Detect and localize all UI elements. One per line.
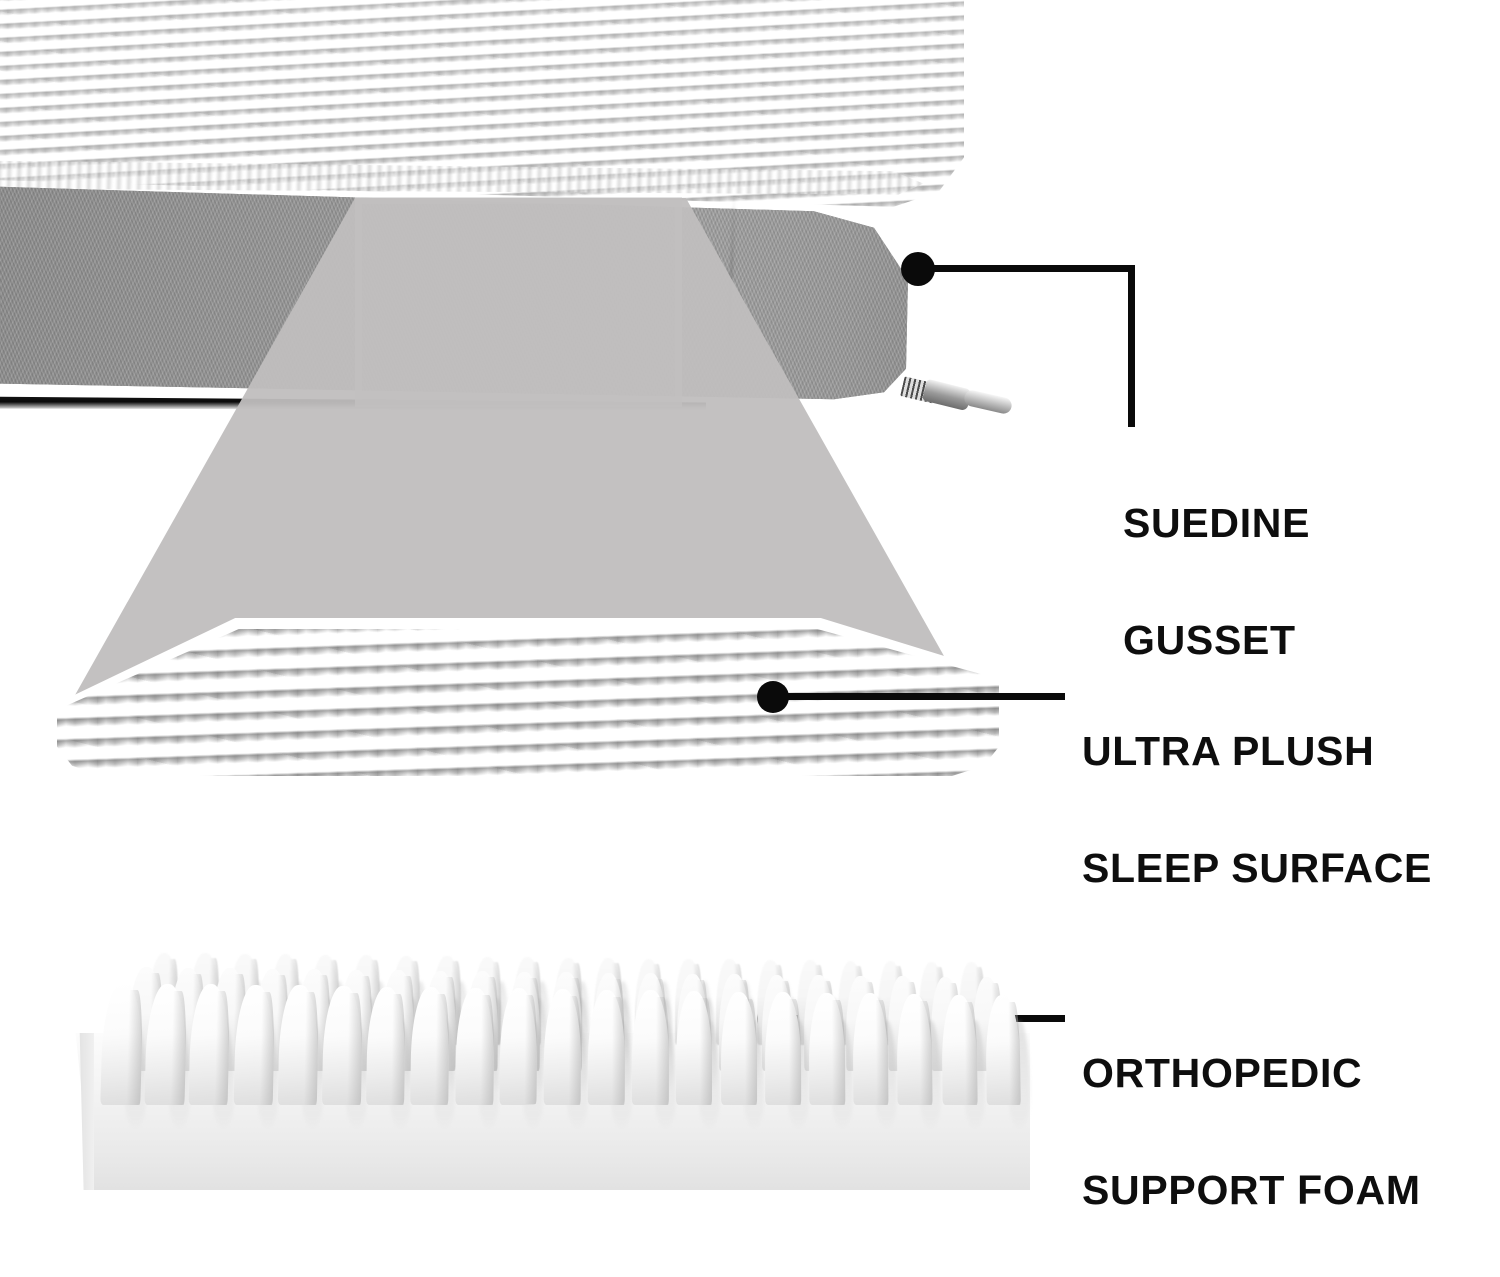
- callout-label-orthopedic-foam: ORTHOPEDIC SUPPORT FOAM: [1082, 986, 1500, 1277]
- callout-label-ultra-plush-line2: SLEEP SURFACE: [1082, 844, 1433, 891]
- callout-label-ultra-plush: ULTRA PLUSH SLEEP SURFACE: [1082, 664, 1500, 955]
- callout-label-suedine-gusset-line2: GUSSET: [1123, 616, 1296, 663]
- callout-label-ultra-plush-line1: ULTRA PLUSH: [1082, 728, 1375, 775]
- foam-peak: [896, 993, 933, 1105]
- foam-peak: [277, 985, 319, 1105]
- zipper-pull-tab: [962, 388, 1014, 416]
- foam-peak: [454, 987, 494, 1105]
- foam-peak: [144, 983, 188, 1105]
- foam-peak: [940, 994, 977, 1105]
- foam-peak: [321, 986, 363, 1105]
- foam-peak: [764, 992, 801, 1105]
- foam-peak: [366, 986, 407, 1105]
- egg-crate-orthopedic-foam: [40, 925, 1030, 1190]
- foam-peak: [808, 992, 845, 1105]
- foam-peak-row-front: [40, 925, 1030, 1127]
- foam-peak: [587, 989, 626, 1105]
- callout-label-suedine-gusset: SUEDINE GUSSET: [1123, 436, 1493, 727]
- foam-peak: [410, 987, 451, 1105]
- foam-peak: [233, 984, 276, 1105]
- foam-peak: [543, 989, 582, 1105]
- foam-peak: [720, 991, 757, 1105]
- product-infographic: SUEDINE GUSSET ULTRA PLUSH SLEEP SURFACE…: [0, 0, 1500, 1190]
- callout-leader-horizontal-suedine-gusset: [918, 265, 1135, 272]
- foam-left-bevel: [79, 1033, 94, 1190]
- callout-leader-horizontal-ultra-plush: [773, 693, 1065, 700]
- callout-leader-vertical-suedine-gusset: [1128, 265, 1135, 427]
- zipper-pull: [900, 376, 1034, 428]
- magnified-plush-texture: [57, 629, 999, 776]
- callout-label-suedine-gusset-line1: SUEDINE: [1123, 500, 1311, 547]
- foam-peak: [676, 990, 713, 1105]
- foam-peak: [852, 993, 889, 1105]
- foam-peak: [100, 983, 144, 1105]
- foam-peak: [188, 984, 232, 1105]
- foam-peak: [632, 990, 670, 1105]
- foam-peak: [499, 988, 538, 1105]
- callout-label-orthopedic-foam-line1: ORTHOPEDIC: [1082, 1050, 1363, 1097]
- foam-peak: [985, 995, 1021, 1105]
